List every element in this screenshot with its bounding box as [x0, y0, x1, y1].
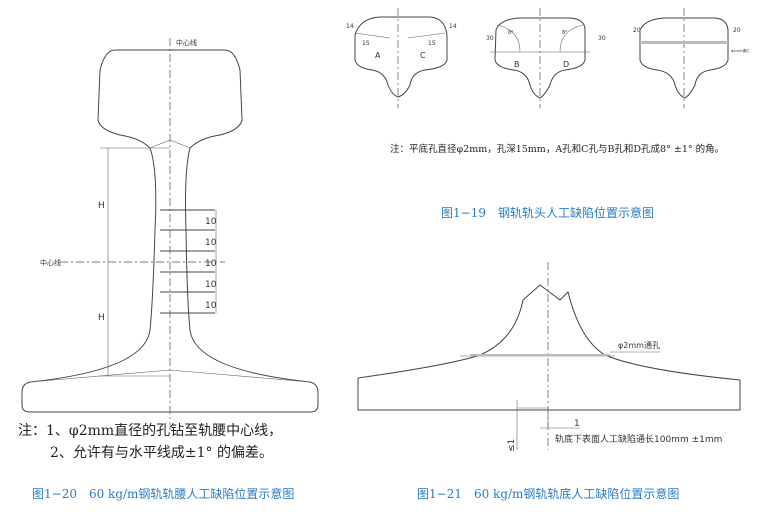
label-b: B — [514, 60, 520, 69]
defect-description: 轨底下表面人工缺陷通长100mm ±1mm — [555, 433, 722, 445]
label-d: D — [563, 60, 569, 69]
label-c: C — [420, 51, 426, 60]
dim-20-left: 20 — [633, 27, 641, 34]
dim-14-right: 14 — [449, 23, 457, 30]
dim-30-right: 30 — [598, 35, 606, 42]
dim-10: 10 — [205, 259, 217, 269]
dim-10: 10 — [205, 238, 217, 248]
defect-width-label: 1 — [574, 419, 580, 429]
head-profile-bd: B D 30 30 8° 8° — [486, 8, 606, 108]
figure-1-19-caption: 图1−19 钢轨轨头人工缺陷位置示意图 — [441, 206, 654, 220]
rail-foot-diagram: φ2mm通孔 1 ≤1 轨底下表面人工缺陷通长100mm ±1mm — [357, 262, 741, 452]
hole-label-small: φ2mm通孔 — [731, 48, 750, 53]
dim-10: 10 — [205, 301, 217, 311]
head-profile-ac: A C 14 14 15 15 — [346, 8, 457, 108]
figure-1-19-note: 注：平底孔直径φ2mm，孔深15mm，A孔和C孔与B孔和D孔成8° ±1° 的角… — [390, 144, 725, 155]
figure-1-20-note-1: 注：1、φ2mm直径的孔钻至轨腰中心线， — [18, 423, 283, 439]
angle-left: 8° — [508, 30, 514, 36]
dim-10: 10 — [205, 217, 217, 227]
rail-head-diagrams: A C 14 14 15 15 B D 30 30 8° 8° 20 20 φ2… — [346, 8, 750, 108]
dim-h-lower: H — [98, 313, 105, 323]
label-a: A — [375, 51, 381, 60]
web-holes — [160, 209, 217, 314]
dim-10: 10 — [205, 280, 217, 290]
dim-15-left: 15 — [362, 40, 370, 47]
head-profile-hole: 20 20 φ2mm通孔 — [633, 8, 750, 108]
rail-web-diagram: 中心线 中心线 H H 10 10 10 10 10 — [21, 38, 319, 430]
figure-1-21-caption: 图1−21 60 kg/m钢轨轨底人工缺陷位置示意图 — [417, 487, 680, 501]
center-line-label-top: 中心线 — [176, 38, 197, 47]
figure-1-20-caption: 图1−20 60 kg/m钢轨轨腰人工缺陷位置示意图 — [32, 487, 295, 501]
dim-h-upper: H — [98, 201, 105, 211]
center-line-label-left: 中心线 — [40, 258, 61, 267]
defect-depth-label: ≤1 — [507, 439, 517, 452]
dim-14-left: 14 — [346, 23, 354, 30]
dim-30-left: 30 — [486, 35, 494, 42]
figure-1-20-note-2: 2、允许有与水平线成±1° 的偏差。 — [50, 445, 273, 461]
angle-right: 8° — [562, 30, 568, 36]
through-hole-label: φ2mm通孔 — [618, 340, 660, 350]
dim-20-right: 20 — [733, 27, 741, 34]
dim-15-right: 15 — [428, 40, 436, 47]
